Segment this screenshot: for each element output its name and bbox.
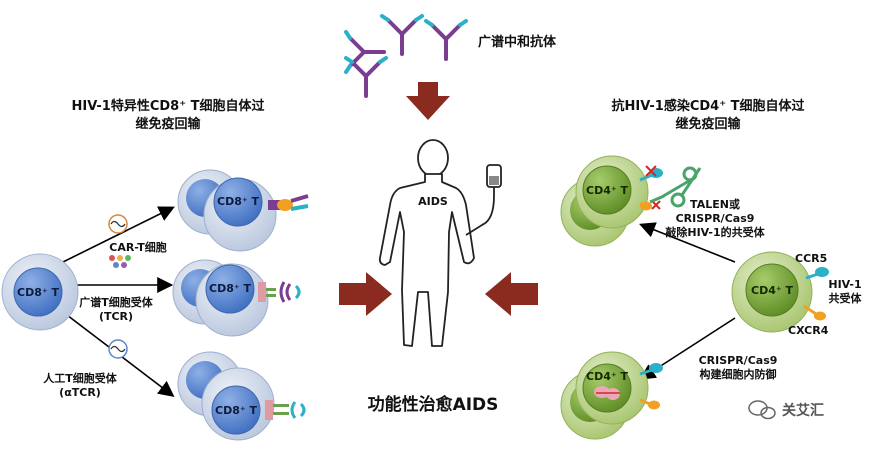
scissors-icon — [649, 166, 702, 208]
crispr-label-line1: CRISPR/Cas9 — [698, 354, 778, 367]
dots-icon-tcr — [109, 255, 131, 268]
left-title-line1: HIV-1特异性CD8⁺ T细胞自体过 — [71, 99, 265, 114]
arrow-left-to-body — [339, 272, 392, 316]
ccr5-label: CCR5 — [795, 252, 828, 265]
cd8-tcr-cells — [172, 259, 301, 337]
talen-label-line1: TALEN或 — [690, 198, 740, 211]
broad-neutralizing-antibodies — [344, 14, 468, 98]
cd4-label-knockout: CD4⁺ T — [586, 184, 628, 197]
cd4-source-cell — [731, 251, 829, 333]
wechat-icon — [748, 400, 776, 420]
talen-label-line2: CRISPR/Cas9 — [675, 212, 755, 225]
cd8-car-t-cells — [177, 169, 309, 252]
atcr-label-line2: (αTCR) — [59, 386, 101, 399]
aids-body-label: AIDS — [418, 195, 448, 208]
cd8-label-tcr: CD8⁺ T — [209, 282, 251, 295]
cd4-knockout-cells — [560, 155, 663, 247]
talen-label-line3: 敲除HIV-1的共受体 — [665, 226, 765, 239]
coreceptor-label-line2: 共受体 — [828, 292, 862, 305]
antibody-label: 广谱中和抗体 — [478, 35, 557, 50]
cd4-defense-cells — [560, 351, 663, 440]
cd8-label-atcr: CD8⁺ T — [215, 404, 257, 417]
watermark-text: 关艾汇 — [782, 403, 824, 419]
left-title-line2: 继免疫回输 — [135, 117, 201, 132]
right-title-line2: 继免疫回输 — [675, 117, 741, 132]
gene-icon-atcr — [108, 339, 128, 359]
atcr-label-line1: 人工T细胞受体 — [43, 372, 117, 385]
cxcr4-label: CXCR4 — [788, 324, 829, 337]
cd8-atcr-cells — [177, 351, 306, 441]
human-body-silhouette — [378, 139, 475, 347]
car-t-label: CAR-T细胞 — [109, 241, 167, 254]
tcr-label-line1: 广谱T细胞受体 — [79, 296, 153, 309]
cd4-label-defense: CD4⁺ T — [586, 370, 628, 383]
arrow-right-to-body — [485, 272, 538, 316]
tcr-label-line2: (TCR) — [98, 310, 134, 323]
crispr-label-line2: 构建细胞内防御 — [699, 368, 777, 381]
cd8-source-cell — [1, 253, 79, 331]
arrow-antibody-to-body — [406, 82, 450, 120]
right-title-line1: 抗HIV-1感染CD4⁺ T细胞自体过 — [611, 99, 805, 114]
gene-icon-car — [108, 214, 128, 234]
cd4-label-source: CD4⁺ T — [751, 284, 793, 297]
cd8-label-source: CD8⁺ T — [17, 286, 59, 299]
coreceptor-label-line1: HIV-1 — [828, 278, 862, 291]
iv-drip-bag — [465, 164, 502, 236]
cd8-label-car: CD8⁺ T — [217, 195, 259, 208]
cure-title: 功能性治愈AIDS — [367, 395, 499, 415]
